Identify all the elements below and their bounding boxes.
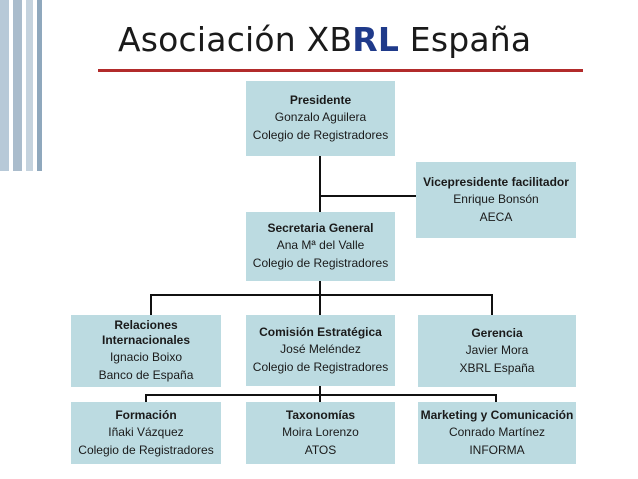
connector-president-trunk [319, 156, 321, 212]
title-underline [98, 69, 583, 72]
connector-marketing [495, 394, 497, 402]
box-vice: Vicepresidente facilitador Enrique Bonsó… [416, 162, 576, 238]
connector-bus-1 [150, 294, 492, 296]
role-marketing: Marketing y Comunicación [420, 407, 574, 422]
role-president: Presidente [289, 93, 352, 107]
role-vice: Vicepresidente facilitador [423, 174, 569, 189]
org-vice: AECA [479, 209, 513, 224]
title-end: España [399, 20, 532, 59]
name-training: Iñaki Vázquez [108, 424, 184, 439]
box-relations: Relaciones Internacionales Ignacio Boixo… [71, 315, 221, 387]
connector-management [491, 294, 493, 315]
org-management: XBRL España [459, 360, 535, 375]
org-strategic: Colegio de Registradores [252, 360, 389, 374]
box-management: Gerencia Javier Mora XBRL España [418, 315, 576, 387]
role-taxonomies: Taxonomías [285, 407, 356, 422]
role-management: Gerencia [471, 325, 523, 340]
box-president: Presidente Gonzalo Aguilera Colegio de R… [246, 81, 395, 156]
decor-stripe-1 [0, 0, 9, 171]
name-strategic: José Meléndez [280, 342, 361, 356]
box-strategic: Comisión Estratégica José Meléndez Coleg… [246, 315, 395, 386]
name-secretary: Ana Mª del Valle [276, 238, 365, 252]
connector-secretary-down [319, 281, 321, 315]
decor-stripe-3 [26, 0, 33, 171]
title-main: Asociación XB [118, 20, 353, 59]
org-president: Colegio de Registradores [252, 128, 389, 142]
org-training: Colegio de Registradores [78, 442, 214, 457]
role-relations: Relaciones Internacionales [101, 318, 191, 347]
name-vice: Enrique Bonsón [453, 191, 539, 206]
box-training: Formación Iñaki Vázquez Colegio de Regis… [71, 402, 221, 464]
role-strategic: Comisión Estratégica [259, 325, 382, 339]
name-taxonomies: Moira Lorenzo [282, 424, 359, 439]
name-relations: Ignacio Boixo [109, 350, 183, 364]
decor-stripe-2 [13, 0, 22, 171]
connector-training [145, 394, 147, 402]
title-accent: RL [352, 20, 400, 59]
name-marketing: Conrado Martínez [448, 424, 546, 439]
connector-vice [320, 195, 416, 197]
box-taxonomies: Taxonomías Moira Lorenzo ATOS [246, 402, 395, 464]
box-secretary: Secretaria General Ana Mª del Valle Cole… [246, 212, 395, 281]
name-management: Javier Mora [465, 342, 529, 357]
name-president: Gonzalo Aguilera [274, 110, 367, 124]
org-marketing: INFORMA [469, 442, 525, 457]
org-relations: Banco de España [98, 368, 194, 382]
connector-relations [150, 294, 152, 315]
decor-stripe-4 [37, 0, 42, 171]
org-taxonomies: ATOS [304, 442, 337, 457]
box-marketing: Marketing y Comunicación Conrado Martíne… [418, 402, 576, 464]
role-training: Formación [115, 407, 177, 422]
connector-bus-2 [145, 394, 497, 396]
role-secretary: Secretaria General [267, 221, 374, 235]
org-secretary: Colegio de Registradores [252, 256, 389, 270]
slide-title: Asociación XBRL España [118, 20, 531, 59]
